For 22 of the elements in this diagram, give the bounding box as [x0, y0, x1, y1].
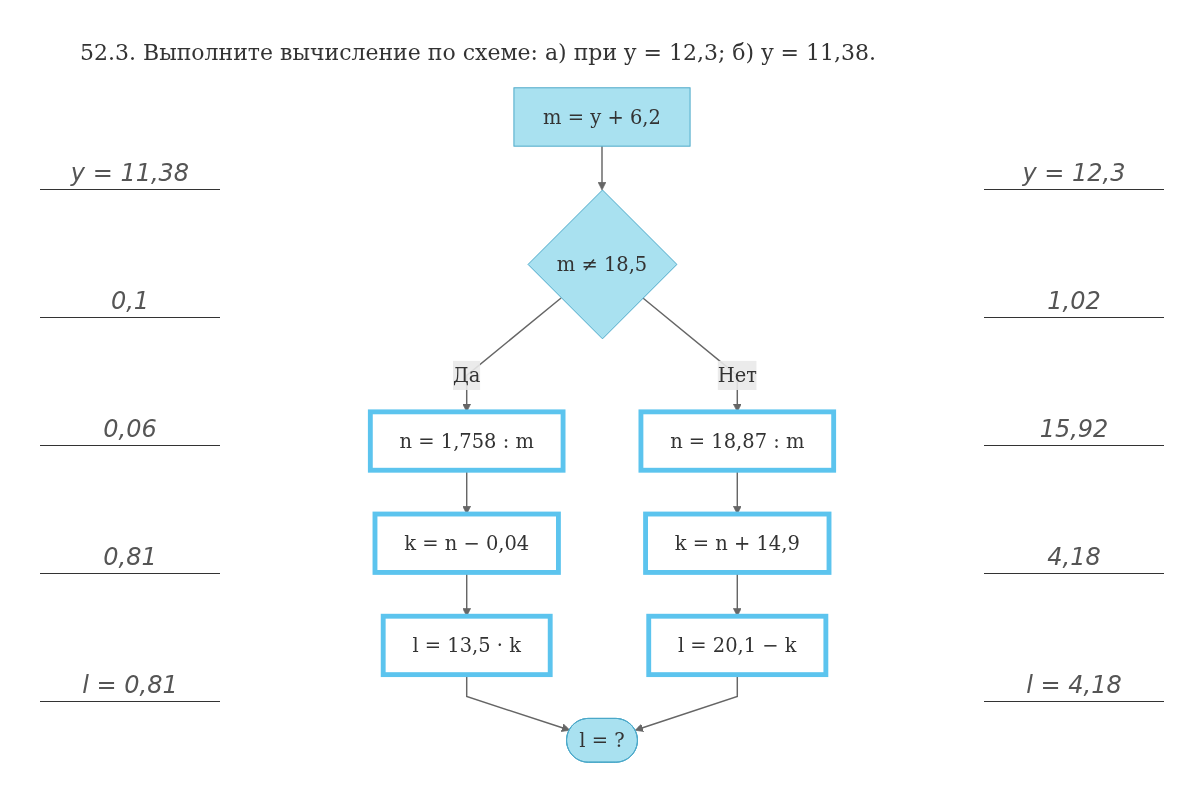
answer-text: 0,06 — [40, 414, 220, 446]
node-box: m = y + 6,2 — [513, 87, 691, 147]
task-heading: 52.3. Выполните вычисление по схеме: а) при y = 12,3; б) y = 11,38. — [80, 40, 876, 65]
answer-text: l = 4,18 — [984, 670, 1164, 702]
answer-text: 1,02 — [984, 286, 1164, 318]
node-box: k = n − 0,04 — [372, 511, 561, 575]
node-box: n = 1,758 : m — [367, 409, 566, 473]
answer-text: l = 0,81 — [40, 670, 220, 702]
answer-text: y = 11,38 — [40, 158, 220, 190]
node-box: l = 20,1 − k — [646, 613, 829, 678]
answer-text: 4,18 — [984, 542, 1164, 574]
edge-label: Да — [452, 363, 481, 388]
node-diamond: m ≠ 18,5 — [527, 189, 678, 340]
node-box: l = 13,5 · k — [380, 613, 553, 678]
answer-text: y = 12,3 — [984, 158, 1164, 190]
node-box: n = 18,87 : m — [638, 409, 837, 473]
answer-text: 15,92 — [984, 414, 1164, 446]
node-box: k = n + 14,9 — [643, 511, 832, 575]
answer-text: 0,1 — [40, 286, 220, 318]
arrow — [597, 145, 607, 191]
answer-text: 0,81 — [40, 542, 220, 574]
edge-label: Нет — [717, 363, 757, 388]
